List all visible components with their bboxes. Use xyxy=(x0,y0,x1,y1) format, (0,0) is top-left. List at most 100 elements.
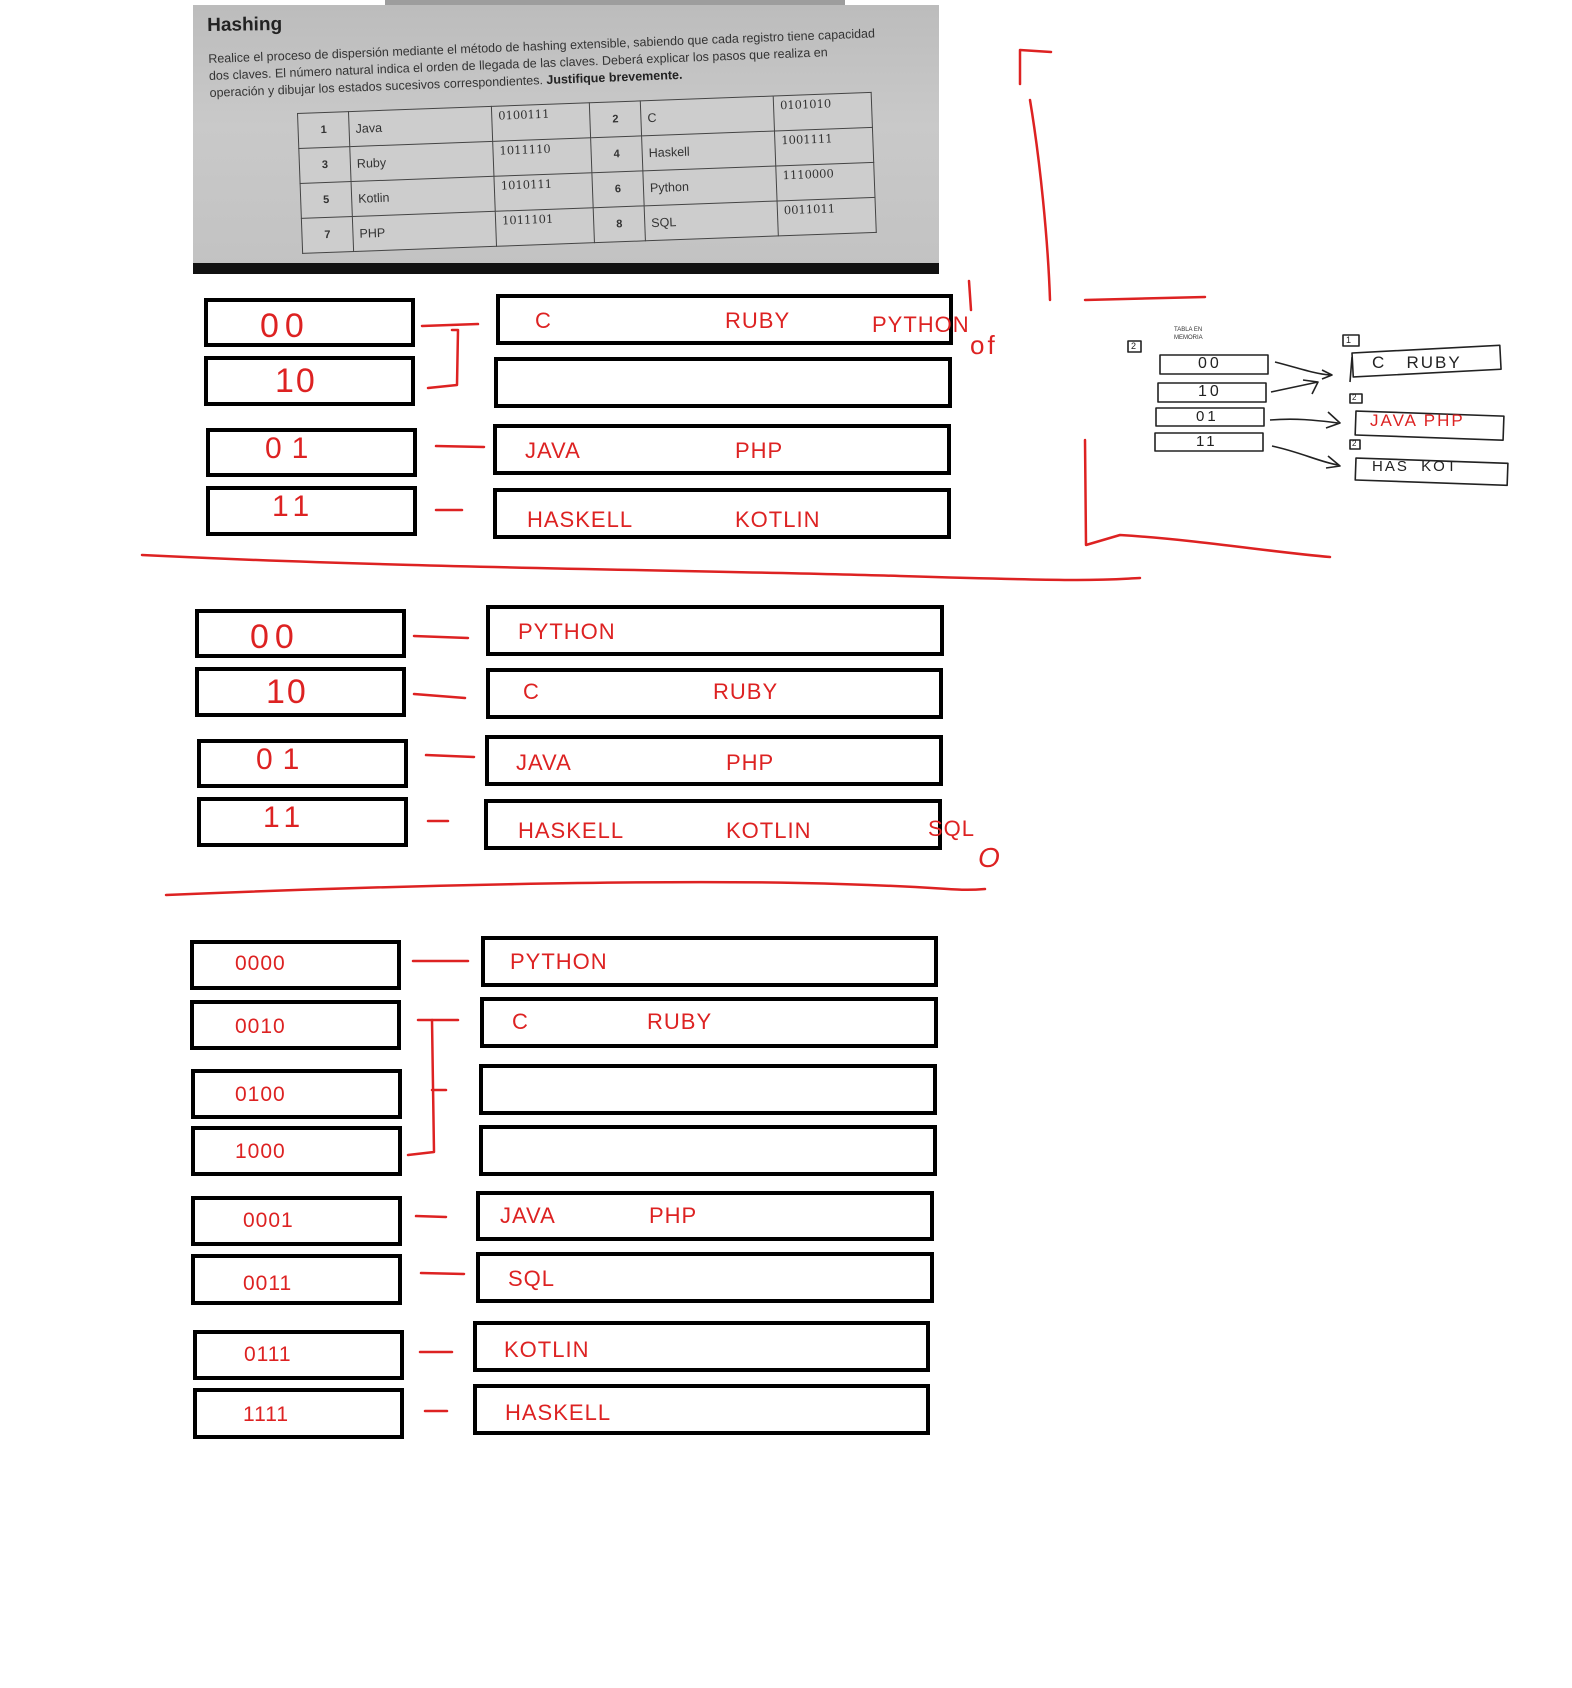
s3-dir-label: 0010 xyxy=(235,1015,286,1038)
frame-stroke xyxy=(1083,295,1207,302)
s1-overflow-note: of xyxy=(970,330,998,360)
s2-key: SQL xyxy=(928,816,976,841)
s1-dir-label: 11 xyxy=(272,490,316,523)
s1-key: PHP xyxy=(735,438,784,463)
sketch-dir-label: 10 xyxy=(1198,383,1222,400)
sketch-caption-line-1: TABLA EN xyxy=(1174,327,1203,333)
s3-key: SQL xyxy=(508,1266,556,1291)
sketch-local-depth: 2 xyxy=(1352,393,1357,402)
photo-top-edge xyxy=(385,0,845,6)
s2-dir-cell xyxy=(197,797,408,847)
s3-dir-label: 0001 xyxy=(243,1209,294,1232)
s3-dir-cell xyxy=(191,1126,402,1176)
s1-key: C xyxy=(535,308,552,333)
s1-connector xyxy=(420,322,480,328)
frame-stroke xyxy=(1018,48,1053,86)
s2-dir-label: 00 xyxy=(250,618,300,656)
s2-connector xyxy=(412,634,470,640)
sketch-global-depth-label: 2 xyxy=(1131,341,1137,351)
s2-bucket xyxy=(484,799,942,850)
s1-dir-cell xyxy=(204,356,415,406)
separator-2 xyxy=(164,880,987,897)
s2-overflow-note: O xyxy=(978,842,1001,873)
sketch-dir-label: 00 xyxy=(1198,355,1222,372)
s3-bucket xyxy=(481,936,938,987)
s1-bucket xyxy=(493,488,951,539)
frame-stroke xyxy=(1028,98,1052,302)
s1-key: KOTLIN xyxy=(735,507,821,532)
s3-bucket xyxy=(479,1064,937,1115)
s2-key: PYTHON xyxy=(518,619,616,644)
s3-key: PHP xyxy=(649,1203,698,1228)
sketch-dir-label: 11 xyxy=(1196,433,1218,450)
s2-key: JAVA xyxy=(516,750,572,775)
s1-dir-cell xyxy=(206,486,417,536)
s2-key: RUBY xyxy=(713,679,779,704)
s2-bucket xyxy=(485,735,943,786)
s1-key: RUBY xyxy=(725,308,791,333)
s3-dir-cell xyxy=(191,1254,402,1305)
s3-dir-label: 1111 xyxy=(243,1403,290,1426)
s3-dir-cell xyxy=(190,940,401,990)
s1-key: PYTHON xyxy=(872,312,970,337)
s2-dir-label: 10 xyxy=(266,673,308,711)
exercise-photo: Hashing Realice el proceso de dispersión… xyxy=(193,5,939,273)
s3-connector xyxy=(414,1214,448,1219)
s1-key: HASKELL xyxy=(527,507,634,532)
s3-bucket xyxy=(480,997,938,1048)
s2-key: HASKELL xyxy=(518,818,625,843)
s2-bucket xyxy=(486,605,944,656)
s1-dir-cell xyxy=(204,298,415,347)
s2-connector xyxy=(424,753,476,759)
s1-key: JAVA xyxy=(525,438,581,463)
s2-key: PHP xyxy=(726,750,775,775)
s1-dir-label: 10 xyxy=(275,362,317,400)
s3-dir-label: 0000 xyxy=(235,952,286,975)
sketch-caption: TABLA EN MEMORIA xyxy=(1174,326,1203,342)
s3-bucket xyxy=(473,1321,930,1372)
s3-key: C xyxy=(512,1009,529,1034)
s3-dir-cell xyxy=(193,1330,404,1380)
photo-bottom-edge xyxy=(193,263,939,274)
s2-bucket xyxy=(486,668,943,719)
s1-bucket xyxy=(494,357,952,408)
s2-dir-label: 11 xyxy=(263,801,307,834)
sketch-local-depth: 2 xyxy=(1352,439,1357,448)
s3-dir-cell xyxy=(190,1000,401,1050)
s3-bucket xyxy=(473,1384,930,1435)
s2-dir-cell xyxy=(197,739,408,788)
s3-dir-label: 1000 xyxy=(235,1140,286,1163)
sketch-bucket-label: JAVA PHP xyxy=(1370,411,1465,430)
s1-brace xyxy=(426,328,460,390)
s3-dir-label: 0011 xyxy=(243,1272,293,1295)
frame-stroke xyxy=(1083,438,1332,559)
s3-connector xyxy=(419,1271,466,1276)
frame-stroke xyxy=(967,279,973,312)
s3-key: PYTHON xyxy=(510,949,608,974)
s3-brace xyxy=(406,1018,436,1157)
s3-bucket xyxy=(476,1191,934,1241)
s2-key: KOTLIN xyxy=(726,818,812,843)
s2-dir-cell xyxy=(195,609,406,658)
sketch-local-depth: 1 xyxy=(1346,335,1352,345)
s2-dir-cell xyxy=(195,667,406,717)
s3-bucket xyxy=(476,1252,934,1303)
s1-dir-label: 01 xyxy=(265,432,319,465)
s3-key: JAVA xyxy=(500,1203,556,1228)
s1-bucket xyxy=(493,424,951,475)
sketch-bucket-label: C RUBY xyxy=(1372,353,1462,372)
s1-connector xyxy=(434,444,486,449)
separator-1 xyxy=(140,553,1142,582)
s3-key: KOTLIN xyxy=(504,1337,590,1362)
s3-dir-label: 0111 xyxy=(244,1343,292,1366)
sketch-caption-line-2: MEMORIA xyxy=(1174,335,1203,341)
s3-key: HASKELL xyxy=(505,1400,612,1425)
sketch-bucket-label: HAS KOT xyxy=(1372,458,1459,475)
s3-dir-cell xyxy=(191,1069,402,1119)
s1-bucket xyxy=(496,294,953,345)
s1-dir-cell xyxy=(206,428,417,477)
s3-dir-cell xyxy=(193,1388,404,1439)
s3-dir-cell xyxy=(191,1196,402,1246)
